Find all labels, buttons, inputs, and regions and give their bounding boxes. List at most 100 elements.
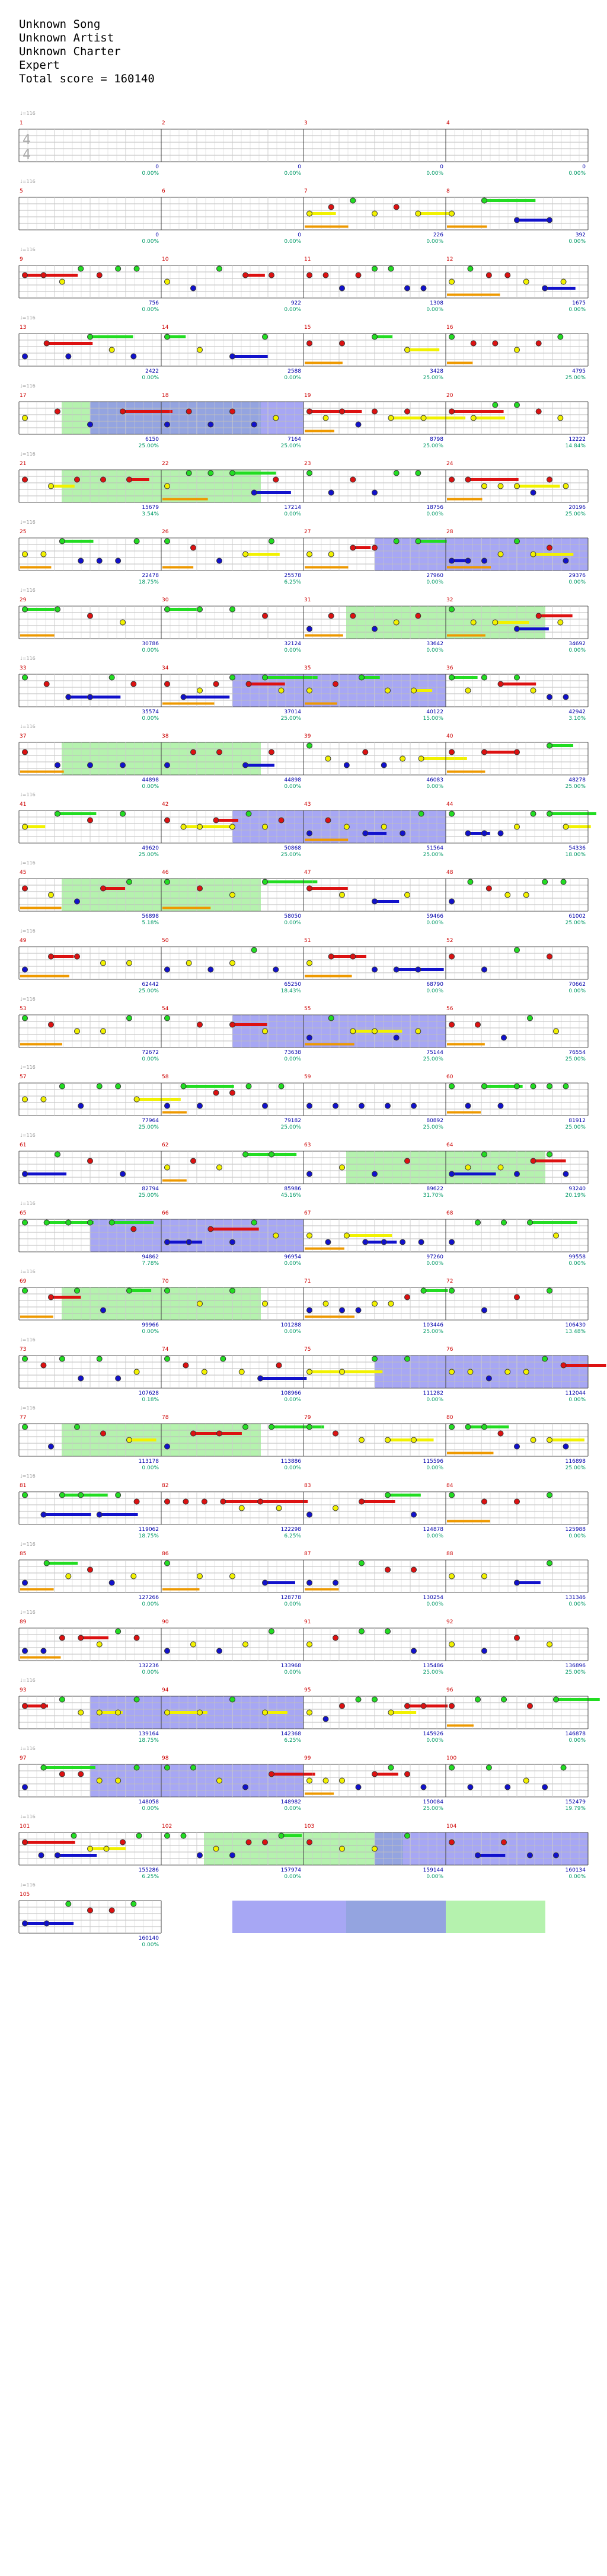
open-note	[20, 566, 52, 569]
note-gem	[120, 408, 126, 415]
note-gem	[415, 966, 421, 973]
note-gem	[372, 544, 378, 551]
measure-score: 155286	[139, 1867, 159, 1873]
measure-score: 93240	[568, 1186, 586, 1192]
sustain-trail	[517, 219, 551, 222]
note-gem	[475, 1021, 481, 1028]
measure-score: 106430	[566, 1322, 586, 1328]
note-gem	[262, 1300, 268, 1307]
measure-number: 56	[446, 1006, 453, 1012]
sustain-trail	[418, 540, 447, 543]
note-gem	[87, 1907, 93, 1914]
note-gem	[164, 1103, 170, 1109]
note-gem	[242, 551, 248, 558]
measure-percent: 0.00%	[284, 307, 301, 313]
note-gem	[183, 1498, 189, 1505]
note-gem	[22, 272, 28, 278]
note-gem	[55, 762, 60, 768]
note-gem	[333, 1103, 338, 1109]
note-gem	[563, 1171, 569, 1177]
measure-number: 102	[162, 1824, 172, 1830]
note-gem	[415, 1028, 421, 1034]
sustain-trail	[309, 212, 336, 215]
note-gem	[108, 1219, 115, 1226]
measure-score: 135486	[423, 1663, 444, 1669]
note-gem	[404, 285, 410, 291]
sustain-trail	[167, 1241, 203, 1244]
measure-number: 98	[162, 1755, 169, 1761]
note-gem	[481, 1307, 487, 1313]
note-gem	[306, 551, 312, 558]
open-note	[305, 1043, 354, 1046]
measure-number: 36	[446, 665, 453, 671]
measure-number: 94	[162, 1687, 169, 1693]
note-gem	[306, 1307, 312, 1313]
measure-percent: 0.00%	[426, 1601, 443, 1607]
measure-percent: 25.00%	[423, 1329, 444, 1335]
note-gem	[126, 1015, 132, 1021]
note-gem	[40, 1648, 47, 1654]
measure-number: 37	[20, 733, 26, 739]
note-gem	[164, 1560, 170, 1566]
note-gem	[322, 272, 329, 278]
note-gem	[381, 1239, 387, 1245]
note-gem	[514, 1443, 520, 1450]
note-gem	[563, 483, 569, 489]
note-gem	[22, 749, 28, 755]
sustain-trail	[423, 416, 466, 419]
note-gem	[404, 1703, 410, 1709]
sustain-trail	[136, 1098, 181, 1101]
note-gem	[108, 347, 115, 353]
sustain-trail	[232, 472, 276, 475]
measure-percent: 25.00%	[423, 1124, 444, 1130]
measure-score: 29376	[568, 573, 586, 579]
note-gem	[514, 824, 520, 830]
measure-percent: 0.00%	[568, 1738, 586, 1744]
note-gem	[404, 1771, 410, 1777]
measure-percent: 0.00%	[426, 1465, 443, 1471]
note-gem	[385, 1103, 391, 1109]
measure-number: 76	[446, 1347, 453, 1353]
sustain-trail	[530, 1221, 577, 1224]
note-gem	[242, 1151, 248, 1158]
note-gem	[492, 340, 499, 347]
note-gem	[242, 1424, 248, 1430]
note-gem	[306, 1777, 312, 1784]
note-gem	[186, 408, 192, 415]
measure-number: 30	[162, 597, 169, 603]
note-gem	[22, 1648, 28, 1654]
sustain-trail	[25, 1172, 67, 1175]
note-gem	[514, 674, 520, 681]
note-gem	[87, 1158, 93, 1164]
note-gem	[213, 817, 219, 824]
note-gem	[216, 749, 222, 755]
note-gem	[74, 476, 80, 483]
measure-percent: 25.00%	[566, 1670, 586, 1675]
measure-score: 96954	[284, 1254, 301, 1260]
note-gem	[59, 1356, 65, 1362]
sustain-trail	[556, 1698, 600, 1701]
note-gem	[492, 402, 499, 408]
measure-score: 157974	[281, 1867, 302, 1873]
sustain-trail	[473, 416, 506, 419]
sustain-trail	[375, 1773, 398, 1776]
total-score: Total score = 160140	[19, 72, 155, 85]
note-gem	[449, 1083, 455, 1090]
note-gem	[306, 1034, 312, 1041]
note-gem	[213, 1090, 219, 1096]
note-gem	[372, 408, 378, 415]
measure-score: 226	[433, 232, 443, 238]
note-gem	[333, 681, 338, 687]
measure-percent: 0.00%	[284, 1874, 301, 1880]
note-gem	[542, 285, 548, 291]
note-gem	[418, 755, 424, 762]
open-note	[162, 566, 194, 569]
measure-percent: 0.00%	[284, 648, 301, 653]
measure-number: 55	[304, 1006, 311, 1012]
note-gem	[530, 489, 536, 496]
note-gem	[481, 966, 487, 973]
note-gem	[96, 1511, 103, 1518]
note-gem	[325, 755, 331, 762]
measure-percent: 3.10%	[568, 716, 586, 722]
note-gem	[40, 1764, 47, 1771]
